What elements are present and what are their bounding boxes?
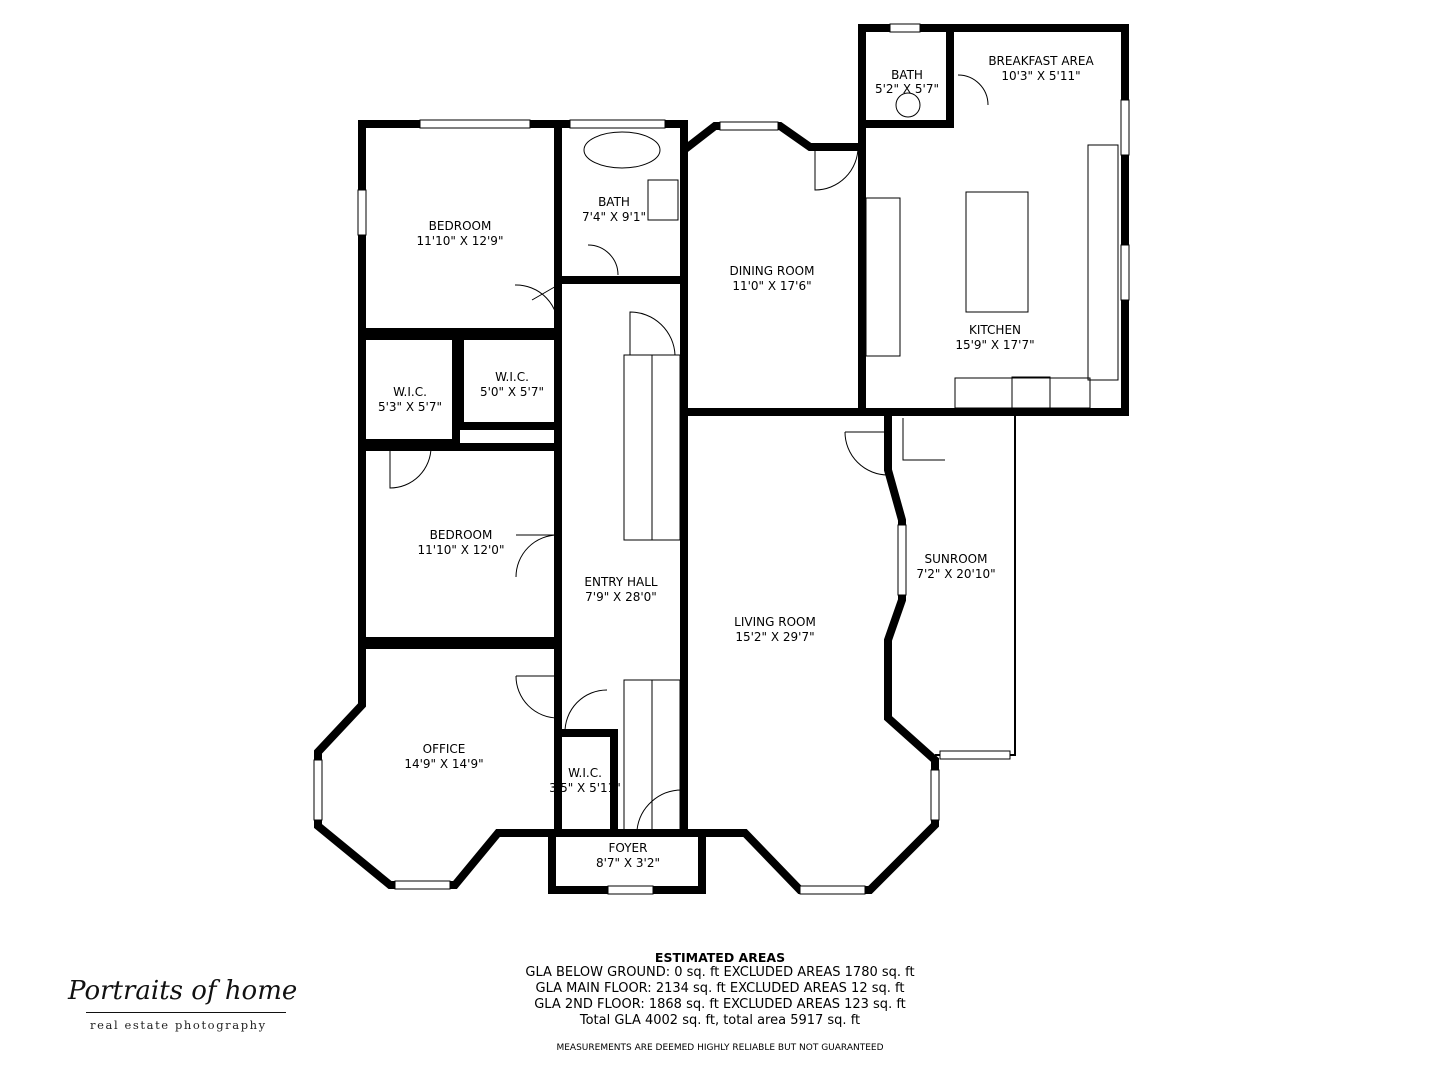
wic-2-name: W.I.C. — [495, 370, 529, 384]
counter — [865, 197, 901, 357]
window — [419, 119, 531, 129]
room-labels: BEDROOM 11'10" X 12'9" BATH 7'4" X 9'1" … — [378, 54, 1094, 870]
foyer-size: 8'7" X 3'2" — [596, 856, 660, 870]
window — [939, 750, 1011, 760]
window — [313, 759, 323, 821]
sunroom-name: SUNROOM — [925, 552, 988, 566]
windows — [313, 23, 1130, 895]
window — [569, 119, 666, 129]
counter — [1087, 144, 1119, 381]
wic-2-size: 5'0" X 5'7" — [480, 385, 544, 399]
estimated-areas: ESTIMATED AREAS GLA BELOW GROUND: 0 sq. … — [470, 950, 970, 1053]
window — [1120, 99, 1130, 156]
areas-line: GLA MAIN FLOOR: 2134 sq. ft EXCLUDED ARE… — [535, 981, 905, 996]
logo-tagline: real estate photography — [90, 1018, 267, 1032]
window — [357, 189, 367, 236]
bath-1-name: BATH — [598, 195, 630, 209]
disclaimer: MEASUREMENTS ARE DEEMED HIGHLY RELIABLE … — [556, 1043, 884, 1053]
bath-2-name: BATH — [891, 68, 923, 82]
sunroom-size: 7'2" X 20'10" — [916, 567, 995, 581]
window — [719, 121, 779, 131]
wic-1-size: 5'3" X 5'7" — [378, 400, 442, 414]
entry-hall-name: ENTRY HALL — [584, 575, 658, 589]
logo-script: Portraits of home — [68, 976, 298, 1006]
window — [394, 880, 451, 890]
dining-room-name: DINING ROOM — [730, 264, 815, 278]
staircase — [623, 354, 681, 831]
bathtub — [583, 131, 661, 169]
living-room-name: LIVING ROOM — [734, 615, 816, 629]
walls — [314, 24, 1129, 894]
company-logo: Portraits of home real estate photograph… — [38, 968, 338, 1040]
bath-2-size: 5'2" X 5'7" — [875, 82, 939, 96]
doors — [389, 74, 989, 831]
window — [930, 769, 940, 821]
window — [889, 23, 921, 33]
living-room-walls — [680, 408, 939, 894]
window — [897, 524, 907, 596]
kitchen-name: KITCHEN — [969, 323, 1021, 337]
bedroom-2-size: 11'10" X 12'0" — [418, 543, 505, 557]
bath-1-size: 7'4" X 9'1" — [582, 210, 646, 224]
logo-underline — [86, 1012, 286, 1013]
breakfast-area-size: 10'3" X 5'11" — [1001, 69, 1080, 83]
kitchen-island — [965, 191, 1029, 313]
window — [607, 885, 654, 895]
fixtures — [583, 92, 1119, 410]
bedroom-1-name: BEDROOM — [429, 219, 492, 233]
areas-line: Total GLA 4002 sq. ft, total area 5917 s… — [579, 1013, 861, 1028]
window — [799, 885, 866, 895]
kitchen-size: 15'9" X 17'7" — [955, 338, 1034, 352]
living-room-size: 15'2" X 29'7" — [735, 630, 814, 644]
areas-title: ESTIMATED AREAS — [654, 950, 786, 965]
office-name: OFFICE — [423, 742, 466, 756]
wic-3-name: W.I.C. — [568, 766, 602, 780]
areas-line: GLA 2ND FLOOR: 1868 sq. ft EXCLUDED AREA… — [534, 997, 906, 1012]
sink — [647, 179, 679, 221]
areas-line: GLA BELOW GROUND: 0 sq. ft EXCLUDED AREA… — [525, 965, 915, 980]
bedroom-2-name: BEDROOM — [430, 528, 493, 542]
window — [1120, 244, 1130, 301]
breakfast-area-name: BREAKFAST AREA — [988, 54, 1094, 68]
entry-hall-size: 7'9" X 28'0" — [585, 590, 657, 604]
counter — [954, 377, 1091, 409]
stove — [1011, 376, 1051, 410]
dining-room-size: 11'0" X 17'6" — [732, 279, 811, 293]
wic-1-name: W.I.C. — [393, 385, 427, 399]
sink — [895, 92, 921, 118]
foyer-name: FOYER — [609, 841, 648, 855]
entry-hall-walls — [554, 276, 688, 837]
office-size: 14'9" X 14'9" — [404, 757, 483, 771]
bedroom-1-size: 11'10" X 12'9" — [417, 234, 504, 248]
wic-3-size: 3'5" X 5'11" — [549, 781, 621, 795]
kitchen-walls — [858, 24, 1129, 416]
sunroom-walls — [935, 412, 1016, 756]
